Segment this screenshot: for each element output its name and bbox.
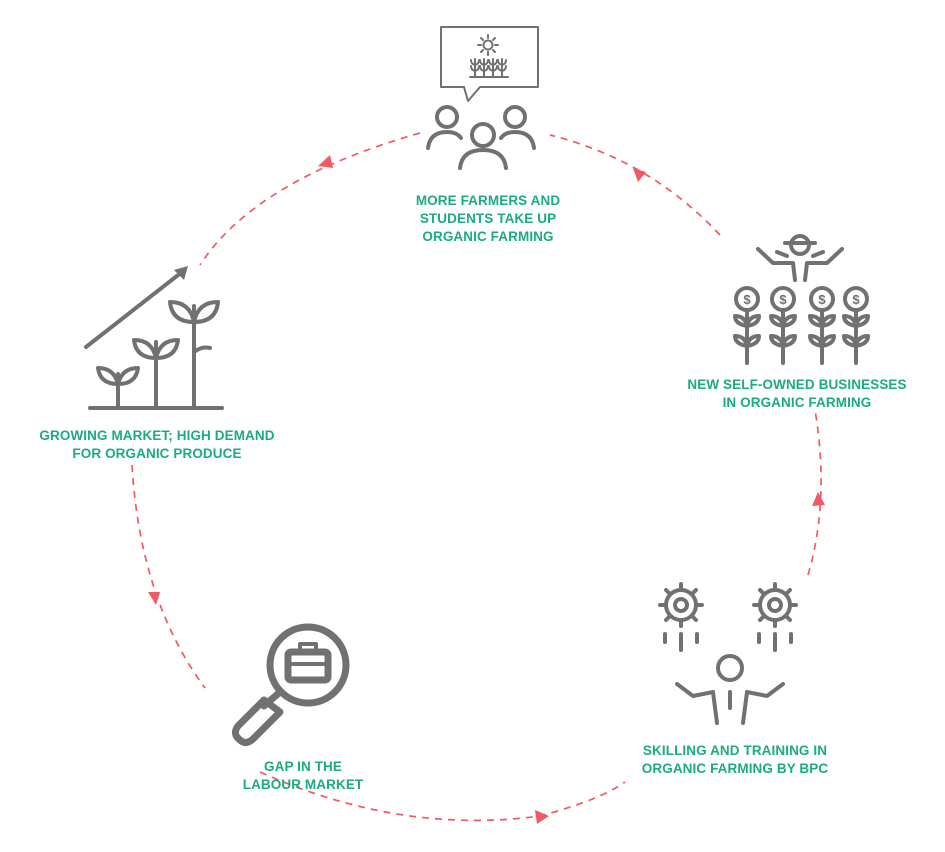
money-plant-3: $	[808, 286, 836, 365]
arc-skilling-to-businesses	[807, 409, 822, 576]
arrowhead-farmers-to-market	[318, 155, 333, 168]
job-search-icon	[231, 623, 350, 747]
label-farmers: MORE FARMERS AND STUDENTS TAKE UP ORGANI…	[416, 192, 560, 246]
label-farmers-line-3: ORGANIC FARMING	[422, 229, 554, 244]
arc-farmers-to-market	[199, 132, 421, 266]
money-plant-2: $	[769, 286, 797, 365]
label-gap: GAP IN THE LABOUR MARKET	[243, 758, 364, 794]
label-market: GROWING MARKET; HIGH DEMAND FOR ORGANIC …	[39, 427, 274, 463]
label-skilling-line-2: ORGANIC FARMING BY BPC	[641, 761, 829, 776]
label-market-line-2: FOR ORGANIC PRODUCE	[72, 446, 242, 461]
label-businesses-line-1: NEW SELF-OWNED BUSINESSES	[687, 377, 907, 392]
svg-text:$: $	[852, 292, 860, 307]
label-farmers-line-2: STUDENTS TAKE UP	[419, 211, 557, 226]
label-businesses: NEW SELF-OWNED BUSINESSES IN ORGANIC FAR…	[687, 376, 906, 412]
money-plants-icon: $ $ $ $	[733, 234, 870, 365]
svg-text:$: $	[818, 292, 826, 307]
arrowhead-gap-to-skilling	[535, 810, 549, 824]
sprout-tall	[168, 300, 220, 410]
arc-gap-to-skilling	[259, 771, 626, 822]
money-plant-4: $	[842, 286, 870, 365]
label-farmers-line-1: MORE FARMERS AND	[415, 193, 561, 208]
label-businesses-line-2: IN ORGANIC FARMING	[722, 395, 872, 410]
arrowhead-skilling-to-businesses	[812, 492, 825, 506]
gear-icon	[752, 582, 798, 628]
sprout-small	[96, 366, 140, 410]
label-market-line-1: GROWING MARKET; HIGH DEMAND	[39, 428, 275, 443]
label-skilling-line-1: SKILLING AND TRAINING IN	[642, 743, 828, 758]
money-plant-1: $	[733, 286, 761, 365]
svg-text:$: $	[779, 292, 787, 307]
skilling-person-gears-icon	[658, 582, 798, 725]
arrowhead-businesses-to-farmers	[633, 168, 646, 182]
label-gap-line-1: GAP IN THE	[263, 759, 343, 774]
sprout-medium	[132, 338, 180, 410]
arc-market-to-gap	[131, 464, 206, 689]
svg-text:$: $	[743, 292, 751, 307]
growing-plants-icon	[84, 266, 224, 410]
arrowhead-market-to-gap	[148, 592, 160, 605]
arc-businesses-to-farmers	[549, 134, 721, 236]
label-skilling: SKILLING AND TRAINING IN ORGANIC FARMING…	[642, 742, 828, 778]
farmers-group-icon	[426, 26, 539, 170]
gear-icon	[658, 582, 704, 628]
label-gap-line-2: LABOUR MARKET	[242, 777, 364, 792]
